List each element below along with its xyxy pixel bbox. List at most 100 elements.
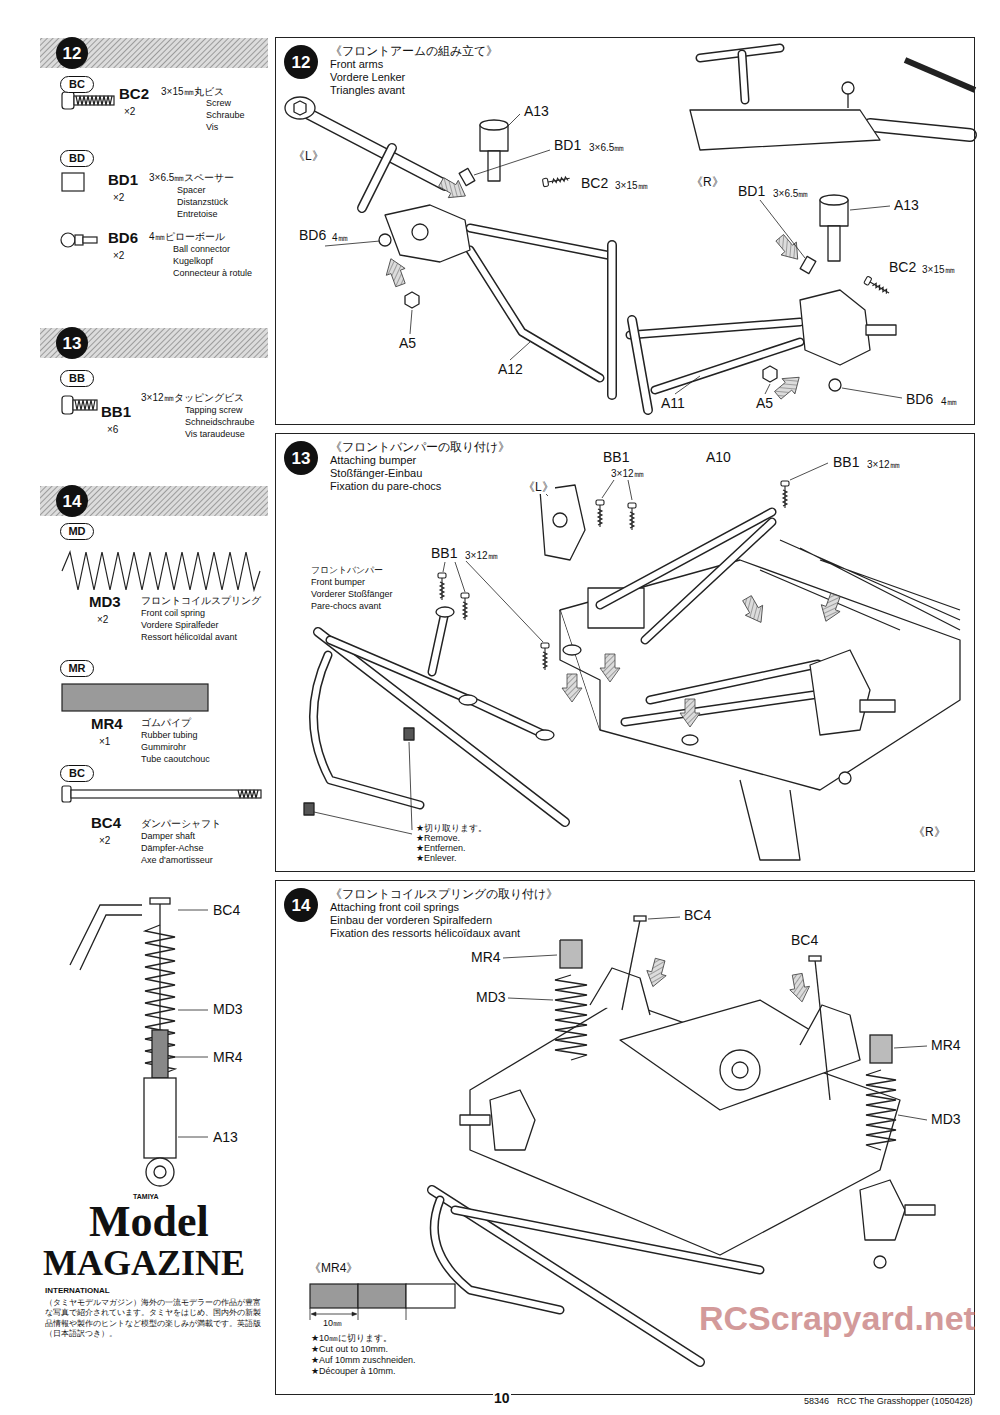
bag-code: MD [68, 526, 85, 537]
part-name: Connecteur à rotule [172, 269, 253, 279]
part-name: 3×15㎜丸ビス [160, 86, 225, 97]
part-name: フロントバンパー [310, 566, 384, 576]
part-code: BC4 [90, 815, 122, 832]
part-code: A12 [497, 362, 524, 377]
step-title: 《フロントアームの組み立て》 [330, 44, 498, 58]
part-name: フロントコイルスプリング [140, 595, 262, 606]
part-code: MD3 [930, 1112, 962, 1127]
part-name: Dämpfer-Achse [140, 844, 205, 854]
part-name: ゴムパイプ [140, 717, 192, 728]
step-title: Triangles avant [330, 84, 498, 97]
title-block: 《フロントアームの組み立て》Front armsVordere LenkerTr… [330, 44, 500, 97]
quantity: ×6 [106, 424, 119, 435]
bag-label: MD [60, 523, 94, 540]
part-code: BD1 [553, 138, 582, 153]
part-code: MD3 [88, 594, 122, 611]
step-number-text: 13 [63, 335, 82, 352]
part-code: A13 [523, 104, 550, 119]
step-number: 12 [284, 45, 318, 79]
part-code: BD1 [737, 184, 766, 199]
page-number: 10 [493, 1391, 511, 1406]
kit-title: RCC The Grasshopper (1050428) [836, 1397, 973, 1407]
bag-label: MR [60, 660, 94, 677]
part-name: Kugelkopf [172, 257, 214, 267]
part-name: 3×12㎜タッピングビス [140, 392, 245, 403]
quantity: ×2 [98, 835, 111, 846]
quantity: ×2 [112, 250, 125, 261]
part-code: MR4 [470, 950, 502, 965]
part-code: MR4 [90, 716, 124, 733]
step-title: Einbau der vorderen Spiralfedern [330, 914, 558, 927]
part-name: Entretoise [176, 210, 219, 220]
step-title: Attaching front coil springs [330, 901, 558, 914]
part-code: BB1 [430, 546, 458, 561]
part-name: Damper shaft [140, 832, 196, 842]
part-code: BD1 [107, 172, 139, 189]
step-title: 《フロントバンパーの取り付け》 [330, 440, 510, 454]
step-title: Front arms [330, 58, 498, 71]
dimension: 4㎜ [940, 396, 958, 407]
step-number: 14 [56, 485, 88, 517]
part-name: Schraube [205, 111, 246, 121]
step-number: 13 [56, 327, 88, 359]
step-number-text: 12 [292, 54, 311, 71]
part-code: BB1 [100, 404, 132, 421]
bag-label: BC [60, 765, 94, 782]
part-code: BC2 [888, 260, 917, 275]
part-name: Rubber tubing [140, 731, 199, 741]
step-title: Fixation des ressorts hélicoïdaux avant [330, 927, 558, 940]
part-code: MR4 [212, 1050, 244, 1065]
logo-note: （タミヤモデルマガジン）海外の一流モデラーの作品が豊富な写真で紹介されています。… [44, 1298, 268, 1340]
part-code: A11 [660, 396, 686, 411]
note: ★10㎜に切ります。 [310, 1334, 393, 1344]
part-code: BC4 [683, 908, 712, 923]
part-code: A13 [212, 1130, 239, 1145]
part-name: Front coil spring [140, 609, 206, 619]
part-code: MR4 [930, 1038, 962, 1053]
step-title: 《フロントコイルスプリングの取り付け》 [330, 887, 558, 901]
note: ★Auf 10mm zuschneiden. [310, 1356, 417, 1366]
side-mark: 《R》 [912, 826, 947, 839]
step-number: 14 [284, 888, 318, 922]
dimension: 3×12㎜ [866, 459, 901, 470]
part-code: A5 [755, 396, 774, 411]
part-name: Pare-chocs avant [310, 602, 382, 612]
bag-label: BD [60, 150, 94, 167]
part-code: BC2 [580, 176, 609, 191]
step-number-text: 13 [292, 450, 311, 467]
dimension: 3×12㎜ [464, 550, 499, 561]
part-name: ダンパーシャフト [140, 818, 222, 829]
dimension: 3×15㎜ [614, 180, 649, 191]
part-code: BB1 [832, 455, 860, 470]
note: ★Remove. [415, 834, 461, 844]
bag-code: MR [68, 663, 85, 674]
watermark: RCScrapyard.net [698, 1300, 976, 1337]
bag-code: BB [69, 373, 85, 384]
part-code: BC4 [212, 903, 241, 918]
part-name: Vis [205, 123, 219, 133]
step-number-text: 12 [63, 45, 82, 62]
side-mark: 《L》 [292, 150, 325, 163]
step-number-text: 14 [63, 493, 82, 510]
quantity: ×2 [96, 614, 109, 625]
part-code: MD3 [475, 990, 507, 1005]
part-name: Gummirohr [140, 743, 187, 753]
part-code: A10 [705, 450, 732, 465]
quantity: ×2 [123, 106, 136, 117]
step-panel: 《フロントバンパーの取り付け》Attaching bumperStoßfänge… [275, 433, 975, 872]
bag-code: BD [69, 153, 85, 164]
note: ★Découper à 10mm. [310, 1367, 397, 1377]
title-block: 《フロントコイルスプリングの取り付け》Attaching front coil … [330, 887, 560, 940]
bag-label: BB [60, 370, 94, 387]
part-name: Tapping screw [184, 406, 244, 416]
part-name: Vorderer Stoßfänger [310, 590, 394, 600]
bag-code: BC [69, 79, 85, 90]
step-title: Stoßfänger-Einbau [330, 467, 510, 480]
part-name: Axe d'amortisseur [140, 856, 214, 866]
part-code: BC4 [790, 933, 819, 948]
step-title: Fixation du pare-chocs [330, 480, 510, 493]
step-title: Vordere Lenker [330, 71, 498, 84]
part-code: BB1 [602, 450, 630, 465]
note: ★切り取ります。 [415, 824, 488, 834]
side-mark: 《L》 [522, 481, 555, 494]
